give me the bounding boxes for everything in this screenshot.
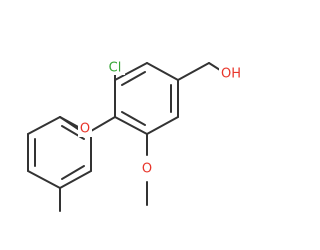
ether-oxygen-label: O: [80, 122, 90, 137]
bond: [114, 116, 148, 135]
bond: [208, 62, 221, 71]
methoxy-oxygen-label-bg: [140, 161, 154, 177]
chlorine-label: Cl: [109, 61, 122, 76]
chlorine-label-bg: [107, 60, 125, 75]
chemical-structure-diagram: Cl O O OH: [27, 60, 243, 212]
bond: [121, 71, 146, 86]
bond: [177, 62, 210, 81]
bond: [61, 165, 85, 180]
atom-labels: Cl O O OH: [78, 60, 243, 177]
bond: [114, 62, 148, 81]
hydroxyl-label-bg: [219, 66, 243, 82]
bond-lines: [27, 62, 221, 212]
bond: [146, 116, 179, 135]
bond: [121, 111, 146, 126]
bond: [90, 116, 116, 132]
ether-oxygen-label-bg: [78, 121, 92, 137]
bond: [27, 170, 61, 189]
hydroxyl-label: OH: [221, 67, 241, 82]
bond: [59, 170, 92, 189]
methoxy-oxygen-label: O: [142, 162, 152, 177]
bond: [146, 62, 179, 81]
bond: [27, 116, 61, 135]
